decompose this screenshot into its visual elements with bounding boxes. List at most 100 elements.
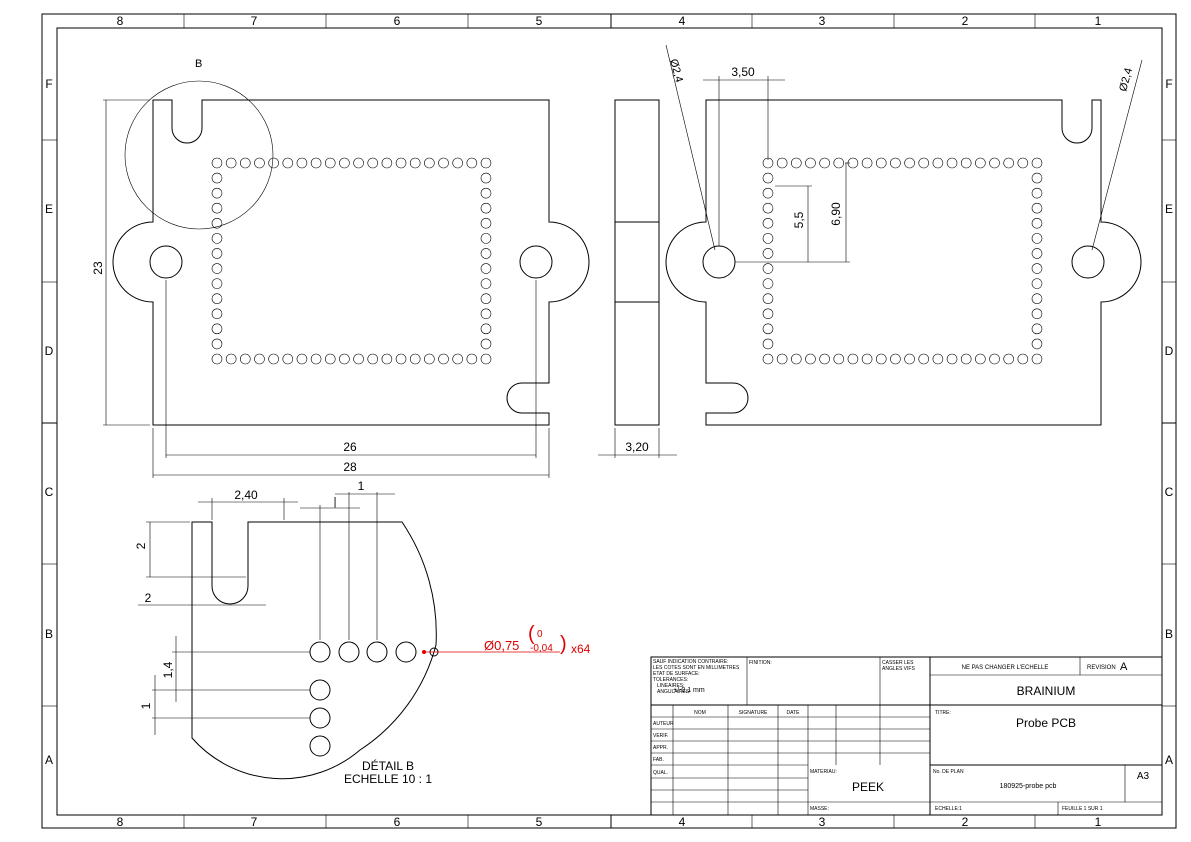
dim-offset-x: 3,50	[731, 65, 755, 79]
probe-hole	[409, 157, 421, 169]
zone-col-8-bottom: 8	[117, 815, 124, 829]
detail-b-circle	[124, 80, 274, 230]
zone-col-6-bottom: 6	[394, 815, 401, 829]
rear-mounting-hole-right	[1071, 245, 1105, 279]
probe-hole	[268, 157, 279, 169]
finition-label: FINITION:	[749, 660, 772, 666]
role-verif: VERIF.	[653, 733, 669, 739]
scale-label: ECHELLE:1	[935, 806, 962, 812]
zone-row-E-left: E	[45, 202, 53, 216]
detail-hole	[309, 679, 331, 701]
probe-hole	[225, 353, 237, 365]
probe-hole	[1031, 202, 1043, 214]
probe-hole	[480, 202, 492, 214]
mass-label: MASSE:	[810, 806, 829, 812]
tolerance-note: ANGULAIRES:	[657, 689, 691, 695]
zone-col-3-top: 3	[819, 14, 826, 28]
svg-text:): )	[560, 633, 567, 655]
company-name: BRAINIUM	[1017, 684, 1076, 698]
probe-hole	[480, 278, 492, 289]
probe-hole	[946, 353, 958, 365]
probe-hole	[395, 353, 407, 365]
dim-slot-offset: 2	[145, 591, 152, 605]
zone-row-A-left: A	[45, 753, 53, 767]
hole-qty: x64	[571, 642, 591, 656]
probe-hole	[762, 187, 774, 199]
tolerance-notes: SAUF INDICATION CONTRAIRE:LES COTES SONT…	[653, 659, 740, 695]
zone-col-2-top: 2	[962, 14, 969, 28]
dim-offset-y1: 5,5	[792, 211, 806, 228]
probe-hole	[833, 157, 845, 169]
plan-number: 180925-probe pcb	[1000, 783, 1057, 790]
header-nom: NOM	[694, 710, 706, 716]
drawing-frame	[41, 13, 1177, 829]
probe-hole	[861, 353, 873, 365]
probe-hole	[438, 353, 449, 365]
zone-row-F-left: F	[45, 77, 52, 91]
probe-hole	[776, 353, 788, 365]
zone-row-C-left: C	[45, 485, 54, 499]
dim-offset-y2: 6,90	[829, 202, 843, 226]
tolerance-note: ETAT DE SURFACE:	[653, 671, 700, 677]
mounting-hole-right	[519, 245, 553, 279]
probe-hole	[324, 157, 336, 169]
probe-hole	[480, 338, 492, 350]
probe-hole	[1003, 353, 1014, 365]
probe-hole	[353, 353, 364, 365]
zone-row-A-right: A	[1165, 753, 1173, 767]
probe-hole	[211, 293, 223, 304]
rear-mounting-hole-left	[702, 245, 736, 279]
role-auteur: AUTEUR	[653, 721, 674, 727]
probe-hole	[762, 172, 774, 184]
probe-hole	[480, 218, 492, 229]
no-scale-note: NE PAS CHANGER L'ECHELLE	[962, 665, 1049, 671]
probe-hole	[296, 157, 308, 169]
title-label: TITRE:	[935, 710, 951, 716]
probe-hole	[932, 353, 944, 365]
header-signature: SIGNATURE	[739, 710, 768, 716]
probe-hole	[805, 353, 816, 365]
probe-hole	[833, 353, 845, 365]
hole-callout: Ø0,75	[484, 638, 519, 653]
dim-hole-right: Ø2,4	[1117, 67, 1135, 93]
probe-hole	[480, 308, 492, 320]
probe-hole	[1031, 308, 1043, 320]
probe-hole	[480, 323, 492, 335]
probe-hole	[1017, 353, 1029, 365]
zone-col-5-top: 5	[536, 14, 543, 28]
probe-hole	[989, 353, 1000, 365]
dim-width-inner: 26	[343, 440, 357, 454]
probe-hole	[847, 353, 859, 365]
probe-hole	[381, 353, 393, 365]
sheet-format: A3	[1137, 771, 1150, 782]
probe-hole	[989, 157, 1000, 169]
probe-hole	[1031, 353, 1043, 365]
probe-hole	[339, 353, 350, 365]
zone-row-D-left: D	[45, 344, 54, 358]
material-value: PEEK	[852, 780, 884, 794]
probe-hole	[254, 353, 265, 365]
probe-hole	[762, 293, 774, 304]
probe-hole	[367, 353, 379, 365]
dim-slot-width: 2,40	[234, 488, 258, 502]
drawing-title: Probe PCB	[1016, 716, 1076, 730]
probe-hole	[211, 323, 223, 335]
probe-hole	[1031, 338, 1043, 350]
probe-hole	[776, 157, 788, 169]
zone-row-F-right: F	[1165, 77, 1172, 91]
detail-hole	[338, 641, 360, 663]
probe-hole	[452, 353, 463, 365]
zone-row-C-right: C	[1165, 485, 1174, 499]
probe-hole	[211, 308, 223, 320]
zone-row-B-left: B	[45, 627, 53, 641]
tolerance-note: LES COTES SONT EN MILLIMETRES	[653, 665, 740, 671]
probe-hole	[791, 157, 802, 169]
probe-hole	[211, 187, 223, 199]
probe-hole	[904, 157, 915, 169]
probe-hole	[1031, 218, 1043, 229]
probe-hole	[762, 323, 774, 335]
probe-hole	[960, 353, 972, 365]
probe-hole	[932, 157, 944, 169]
probe-hole	[875, 157, 887, 169]
probe-hole	[1031, 323, 1043, 335]
